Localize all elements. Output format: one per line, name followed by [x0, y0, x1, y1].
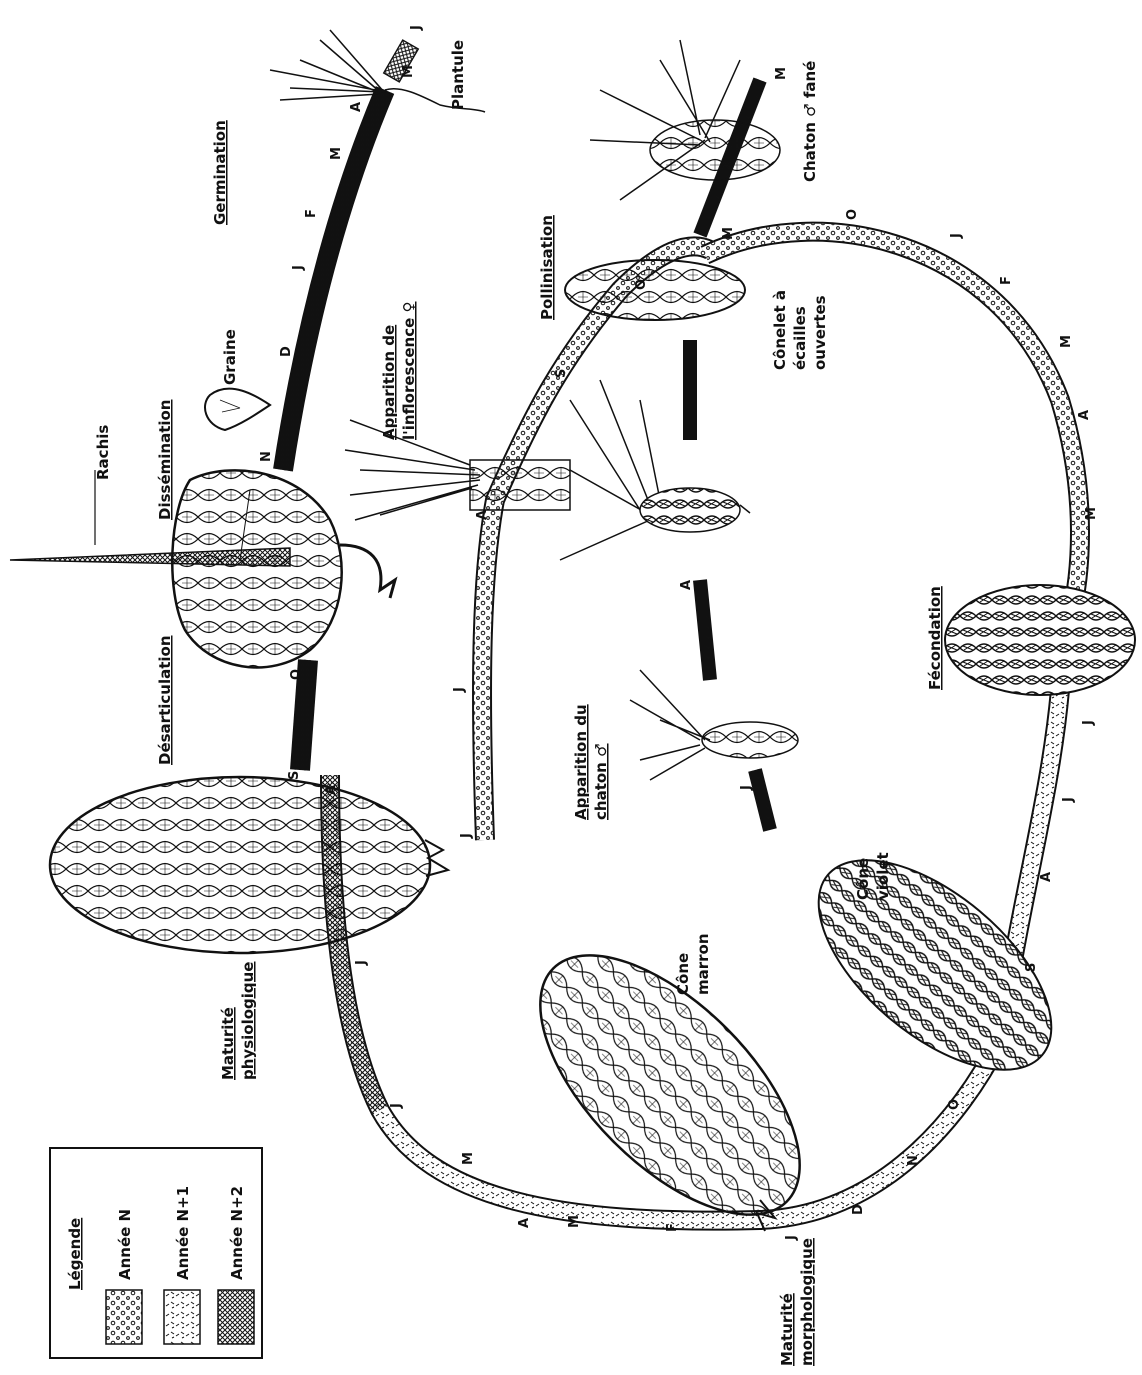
month-letter: N — [906, 1155, 921, 1166]
month-letter: M — [1059, 335, 1074, 348]
month-letter: J — [1081, 720, 1096, 726]
month-letter: S — [287, 771, 302, 780]
band-n2-germination — [283, 90, 385, 470]
month-letter: F — [304, 209, 319, 218]
month-letter: F — [999, 276, 1014, 285]
stage-germination: Germination — [211, 120, 229, 225]
label-conelet-line2: écailles — [791, 306, 809, 370]
month-letter: A — [475, 510, 490, 520]
month-letter: M — [1084, 507, 1099, 520]
band-n-right-loop — [705, 232, 1080, 620]
month-letter: A — [324, 785, 339, 795]
legend-item-label: Année N — [116, 1209, 134, 1280]
stage-desarticulation: Désarticulation — [156, 635, 174, 765]
month-letter: A — [349, 102, 364, 112]
female-inflorescence-illustration — [345, 420, 570, 520]
stage-maturite-morphologique-line2: morphologique — [798, 1238, 816, 1366]
stage-maturite-morphologique-line1: Maturité — [778, 1293, 796, 1366]
stage-apparition-inflorescence-line2: l'inflorescence ♀ — [400, 302, 418, 441]
month-letter: F — [665, 1223, 680, 1232]
month-letter: J — [409, 25, 424, 31]
label-conelet-line1: Cônelet à — [771, 290, 789, 370]
month-letter: A — [1077, 410, 1092, 420]
legend-swatch-dashes — [164, 1290, 200, 1344]
label-chaton-fane: Chaton ♂ fané — [801, 61, 819, 182]
month-letter: J — [291, 265, 306, 271]
label-cone-marron-line2: marron — [694, 933, 712, 995]
pollination-conelet-illustration — [565, 260, 745, 320]
legend-swatch-crosshatch — [218, 1290, 254, 1344]
male-catkin-illustration — [630, 670, 798, 780]
label-cone-violet-line2: violet — [874, 852, 892, 900]
month-letter: J — [354, 960, 369, 966]
seed-illustration — [205, 389, 270, 430]
month-letter: O — [634, 279, 649, 290]
branch-young-cone-illustration — [560, 380, 750, 560]
month-letter: M — [461, 1152, 476, 1165]
stage-dissemination: Dissémination — [156, 400, 174, 521]
month-letter: O — [845, 209, 860, 220]
month-letter: S — [1024, 963, 1039, 972]
legend: Légende Année N Année N+1 Année N+2 — [50, 1148, 262, 1358]
stage-maturite-physiologique-line1: Maturité — [219, 1007, 237, 1080]
label-cone-marron-line1: Cône — [674, 953, 692, 995]
month-letter: J — [739, 785, 754, 791]
legend-title: Légende — [66, 1218, 84, 1290]
month-letter: J — [784, 1235, 799, 1241]
month-letter: O — [947, 1099, 962, 1110]
stage-apparition-chaton-line2: chaton ♂ — [592, 743, 610, 820]
stage-pollinisation: Pollinisation — [538, 215, 556, 320]
legend-item-label: Année N+2 — [228, 1186, 246, 1280]
month-letter: M — [329, 147, 344, 160]
stage-fecondation: Fécondation — [926, 586, 944, 690]
month-letter: O — [289, 669, 304, 680]
legend-swatch-dots — [106, 1290, 142, 1344]
stage-apparition-chaton-line1: Apparition du — [572, 704, 590, 820]
month-letter: D — [851, 1204, 866, 1215]
month-letter: S — [554, 369, 569, 378]
label-plantule: Plantule — [449, 40, 467, 110]
month-letter: N — [259, 451, 274, 462]
month-letter: A — [1039, 872, 1054, 882]
fertilization-cone-illustration — [945, 585, 1135, 695]
label-cone-violet-line1: Cône — [854, 858, 872, 900]
dissemination-cone-illustration — [10, 470, 395, 667]
legend-item-label: Année N+1 — [174, 1186, 192, 1280]
month-letter: M — [721, 227, 736, 240]
stage-apparition-inflorescence-line1: Apparition de — [380, 325, 398, 440]
month-letter: D — [279, 346, 294, 357]
month-letter: A — [517, 1218, 532, 1228]
month-letter: J — [949, 233, 964, 239]
month-letter: M — [774, 67, 789, 80]
month-letter: A — [679, 580, 694, 590]
month-letter: M — [401, 65, 416, 78]
month-letter: J — [459, 833, 474, 839]
label-conelet-line3: ouvertes — [811, 295, 829, 370]
month-letter: J — [452, 687, 467, 693]
illustrations — [10, 30, 1135, 1258]
month-letter: J — [1061, 797, 1076, 803]
label-graine: Graine — [221, 329, 239, 385]
mature-cone-illustration — [50, 777, 448, 953]
stage-maturite-physiologique-line2: physiologique — [239, 962, 257, 1080]
month-letter: J — [389, 1103, 404, 1109]
month-letter: M — [567, 1215, 582, 1228]
label-rachis: Rachis — [94, 425, 112, 480]
